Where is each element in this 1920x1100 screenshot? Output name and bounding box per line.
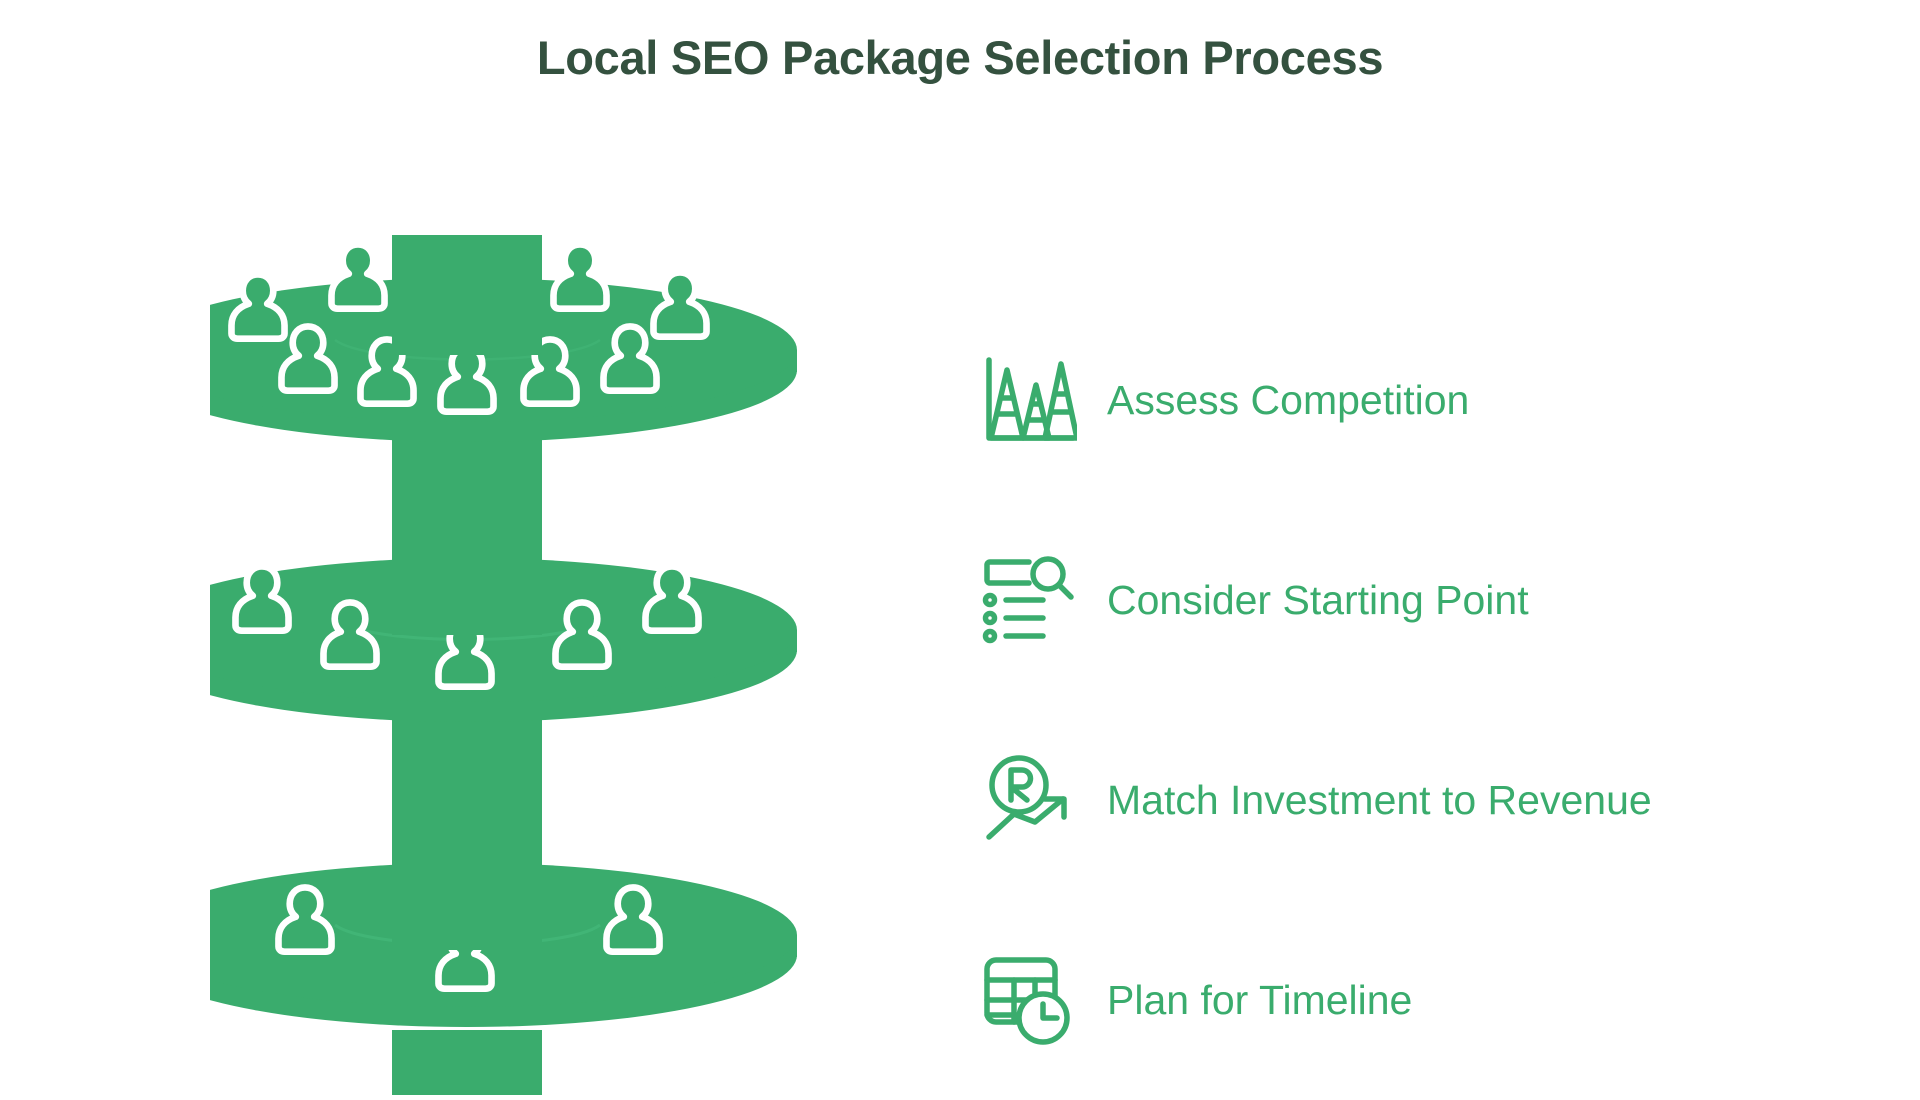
tiered-audience-funnel — [210, 235, 910, 1095]
step-label: Plan for Timeline — [1107, 976, 1413, 1023]
funnel-tier-1 — [392, 235, 542, 355]
step-row-assess-competition[interactable]: Assess Competition — [975, 300, 1875, 500]
step-row-plan-for-timeline[interactable]: Plan for Timeline — [975, 900, 1875, 1100]
step-label: Match Investment to Revenue — [1107, 776, 1652, 823]
step-row-match-investment-to-revenue[interactable]: Match Investment to Revenue — [975, 700, 1875, 900]
funnel-tier-3 — [210, 558, 797, 950]
list-search-icon — [975, 546, 1083, 654]
competition-bar-chart-icon — [975, 346, 1083, 454]
rand-revenue-growth-icon — [975, 746, 1083, 854]
step-row-consider-starting-point[interactable]: Consider Starting Point — [975, 500, 1875, 700]
steps-list: Assess Competition Consider Starting — [975, 300, 1875, 1100]
step-label: Assess Competition — [1107, 376, 1470, 423]
calendar-clock-icon — [975, 946, 1083, 1054]
page-title: Local SEO Package Selection Process — [536, 31, 1384, 84]
step-label: Consider Starting Point — [1107, 576, 1529, 623]
